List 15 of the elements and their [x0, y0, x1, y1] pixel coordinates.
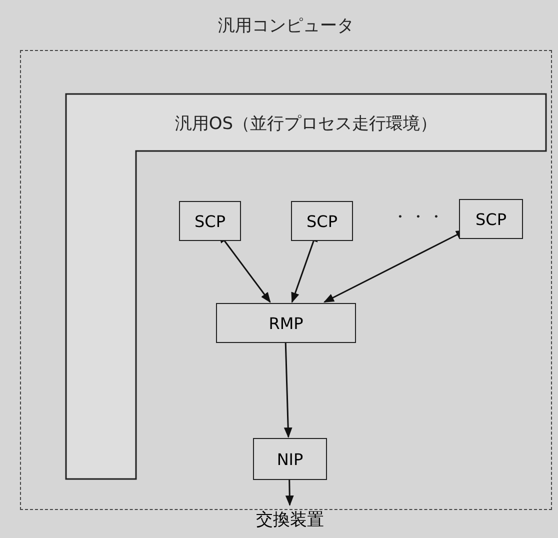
process-box	[179, 201, 241, 241]
computer-frame	[20, 50, 552, 510]
process-box	[216, 303, 356, 343]
box-label: NIP	[276, 450, 304, 468]
box-label: SCP	[476, 210, 506, 228]
band-label: 汎用OS（並行プロセス走行環境）	[174, 113, 438, 135]
process-box	[253, 438, 327, 480]
node-label: 交換装置	[256, 508, 324, 530]
process-box	[459, 199, 523, 239]
box-label: RMP	[268, 314, 304, 332]
box-label: SCP	[194, 212, 226, 230]
box-label: SCP	[306, 212, 338, 230]
ellipsis-label: ・・・	[392, 207, 446, 228]
process-box	[291, 201, 353, 241]
frame-title: 汎用コンピュータ	[218, 15, 354, 37]
